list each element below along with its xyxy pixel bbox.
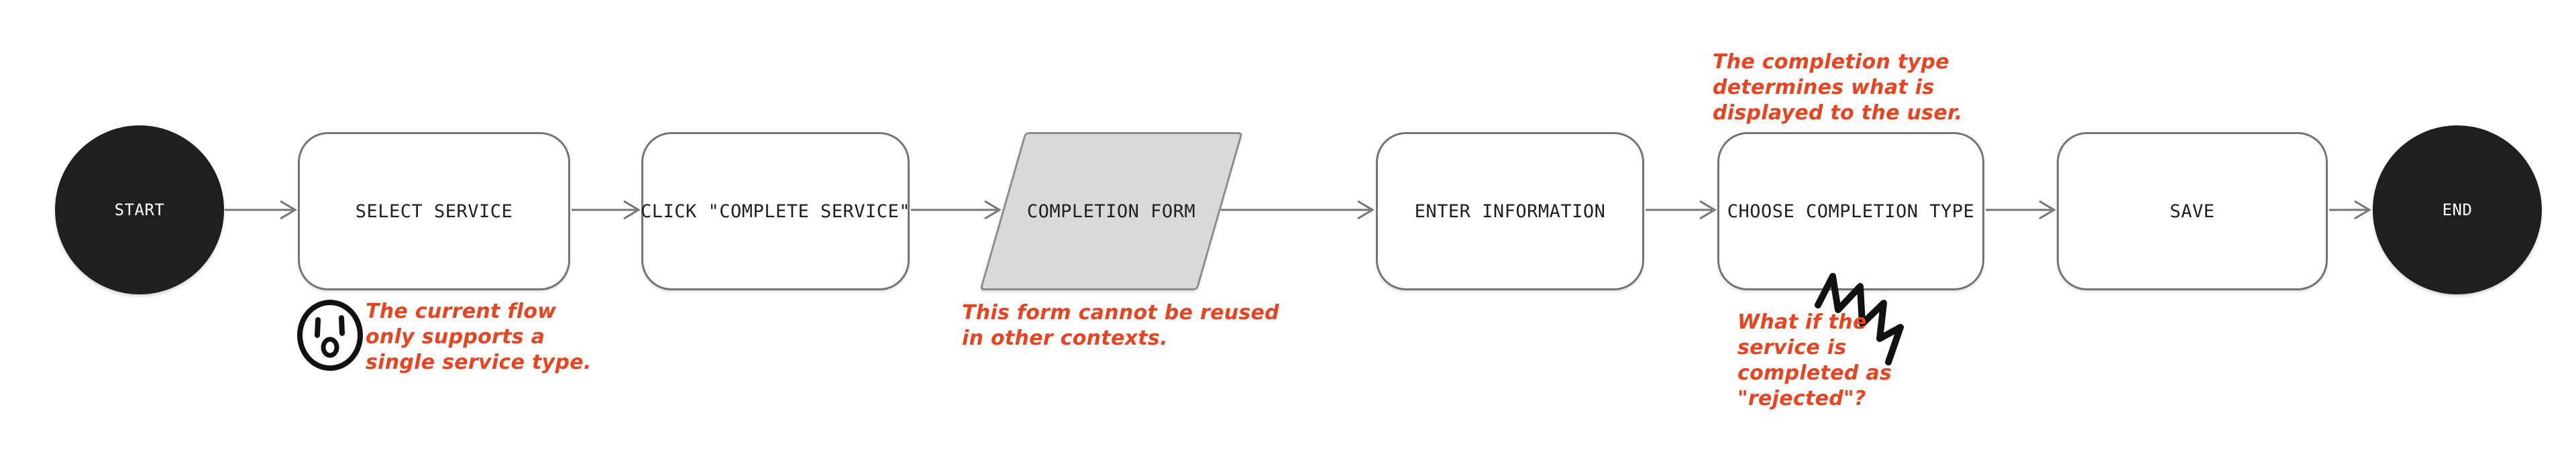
- annotation-completion-type-top[interactable]: The completion type determines what is d…: [1713, 50, 1962, 126]
- connector-arrow[interactable]: [911, 200, 1002, 220]
- annotation-line: completed as: [1737, 361, 1892, 385]
- node-label: START: [114, 200, 165, 219]
- node-label: CLICK "COMPLETE SERVICE": [640, 200, 911, 222]
- annotation-line: "rejected"?: [1737, 387, 1866, 410]
- connector-arrow[interactable]: [1986, 200, 2056, 220]
- node-enter-information[interactable]: ENTER INFORMATION: [1376, 132, 1644, 290]
- node-start[interactable]: START: [55, 125, 224, 294]
- surprised-face-doodle[interactable]: [295, 298, 365, 373]
- annotation-line: determines what is: [1713, 76, 1935, 99]
- node-label: COMPLETION FORM: [1026, 200, 1196, 222]
- annotation-line: The completion type: [1713, 50, 1949, 74]
- squiggle-doodle[interactable]: [1805, 268, 1912, 369]
- annotation-line: only supports a: [366, 325, 545, 349]
- node-choose-completion-type[interactable]: CHOOSE COMPLETION TYPE: [1717, 132, 1984, 290]
- connector-arrow[interactable]: [572, 200, 641, 220]
- connector-arrow[interactable]: [225, 200, 297, 220]
- node-end[interactable]: END: [2373, 125, 2542, 294]
- node-label: ENTER INFORMATION: [1414, 200, 1606, 222]
- node-save[interactable]: SAVE: [2057, 132, 2328, 290]
- annotation-line: single service type.: [366, 351, 592, 374]
- node-label: END: [2442, 200, 2473, 219]
- node-select-service[interactable]: SELECT SERVICE: [298, 132, 570, 290]
- node-label: SAVE: [2169, 200, 2215, 222]
- node-completion-form[interactable]: COMPLETION FORM: [979, 132, 1243, 290]
- annotation-line: service is: [1737, 336, 1847, 359]
- annotation-line: This form cannot be reused: [962, 301, 1279, 325]
- annotation-line: in other contexts.: [962, 327, 1168, 350]
- annotation-line: What if the: [1737, 310, 1867, 334]
- connector-arrow[interactable]: [1221, 200, 1375, 220]
- annotation-completion-form[interactable]: This form cannot be reused in other cont…: [962, 300, 1279, 351]
- annotation-completion-type-bottom[interactable]: What if the service is completed as "rej…: [1737, 310, 1892, 412]
- annotation-line: displayed to the user.: [1713, 101, 1963, 125]
- annotation-select-service[interactable]: The current flow only supports a single …: [366, 299, 592, 376]
- connector-arrow[interactable]: [1646, 200, 1717, 220]
- node-label: CHOOSE COMPLETION TYPE: [1727, 200, 1975, 222]
- annotation-line: The current flow: [366, 300, 557, 323]
- connector-arrow[interactable]: [2329, 200, 2371, 220]
- node-label: SELECT SERVICE: [355, 200, 513, 222]
- node-click-complete-service[interactable]: CLICK "COMPLETE SERVICE": [641, 132, 910, 290]
